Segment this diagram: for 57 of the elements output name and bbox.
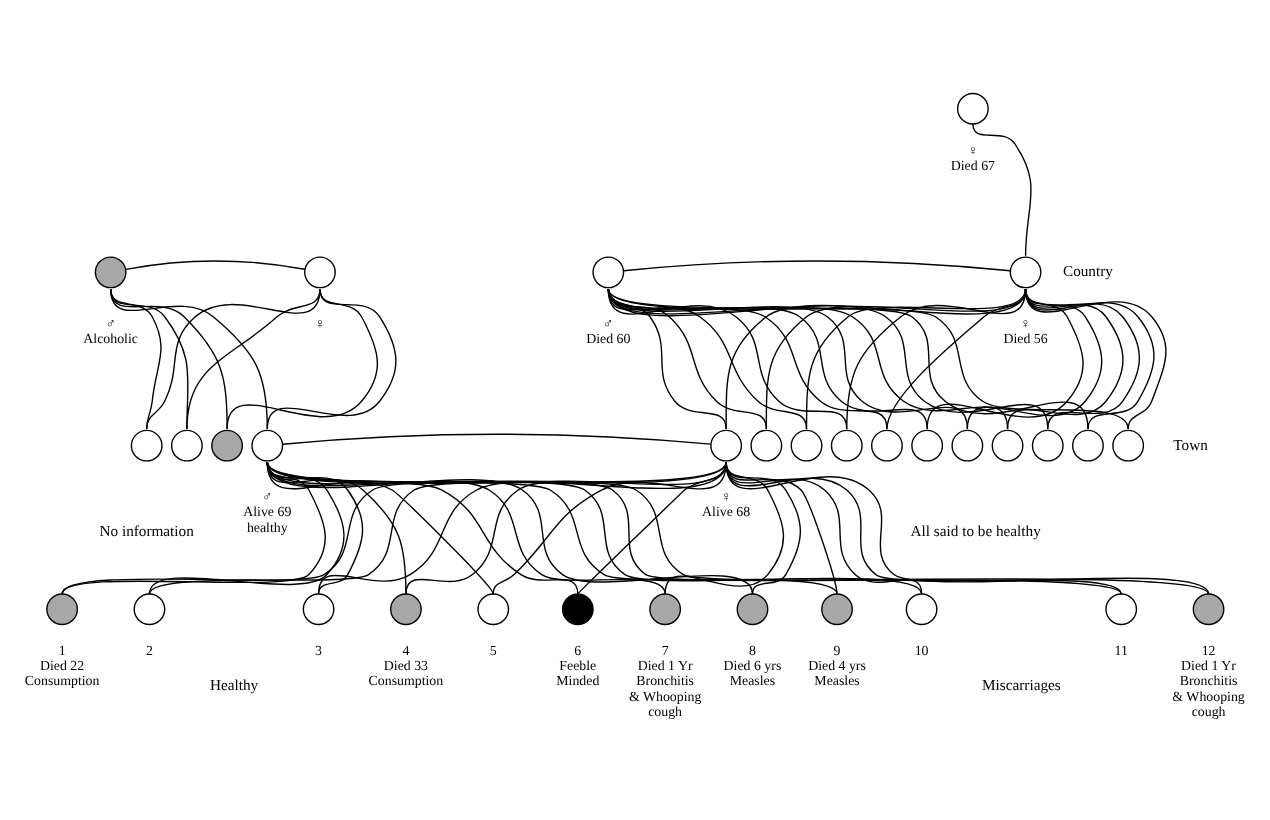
label: Healthy <box>209 675 259 694</box>
label: Miscarriages <box>982 675 1061 694</box>
node-circle <box>94 255 127 288</box>
connector <box>266 287 397 429</box>
label: Country <box>1063 261 1113 280</box>
connector <box>317 460 727 594</box>
connector <box>846 287 1027 429</box>
node-circle <box>905 592 938 625</box>
connector <box>577 460 727 594</box>
connector <box>972 122 1032 256</box>
node-circle <box>710 428 743 461</box>
node-circle <box>1072 428 1104 461</box>
node-circle <box>750 428 783 461</box>
node-circle <box>736 592 769 625</box>
connector <box>725 460 1210 594</box>
connector <box>1006 287 1124 429</box>
connector <box>805 287 1027 429</box>
label: Town <box>1173 434 1208 453</box>
node-circle <box>1009 255 1042 288</box>
node-circle <box>561 592 594 625</box>
connector <box>109 287 268 429</box>
connector <box>725 460 1122 594</box>
node-circle <box>302 592 335 625</box>
connector <box>109 287 228 429</box>
node-circle <box>592 255 625 288</box>
node-circle <box>1105 592 1138 625</box>
node-circle <box>951 428 984 461</box>
node-circle <box>956 91 989 124</box>
connector <box>623 259 1011 271</box>
node-circle <box>304 255 336 288</box>
node-circle <box>211 428 244 461</box>
node-circle <box>389 592 422 625</box>
node-circle <box>1031 428 1064 461</box>
connector <box>281 432 712 444</box>
node-circle <box>170 428 203 461</box>
node-circle <box>130 428 163 461</box>
label: No information <box>99 521 194 540</box>
connector <box>125 259 306 269</box>
connector <box>492 460 727 594</box>
connector <box>146 287 321 429</box>
node-circle <box>790 428 823 461</box>
connector <box>186 287 321 429</box>
label: All said to be healthy <box>910 521 1041 540</box>
connector <box>405 460 727 594</box>
node-circle <box>477 592 510 625</box>
node-circle <box>1192 592 1225 625</box>
node-circle <box>991 428 1024 461</box>
connector <box>886 287 1027 429</box>
node-circle <box>649 592 682 625</box>
node-circle <box>821 592 853 625</box>
node-circle <box>830 428 863 461</box>
node-circle <box>46 592 79 625</box>
node-circle <box>911 428 944 461</box>
node-circle <box>133 592 166 625</box>
node-circle <box>251 428 284 461</box>
node-circle <box>871 428 903 461</box>
node-circle <box>1112 428 1145 461</box>
